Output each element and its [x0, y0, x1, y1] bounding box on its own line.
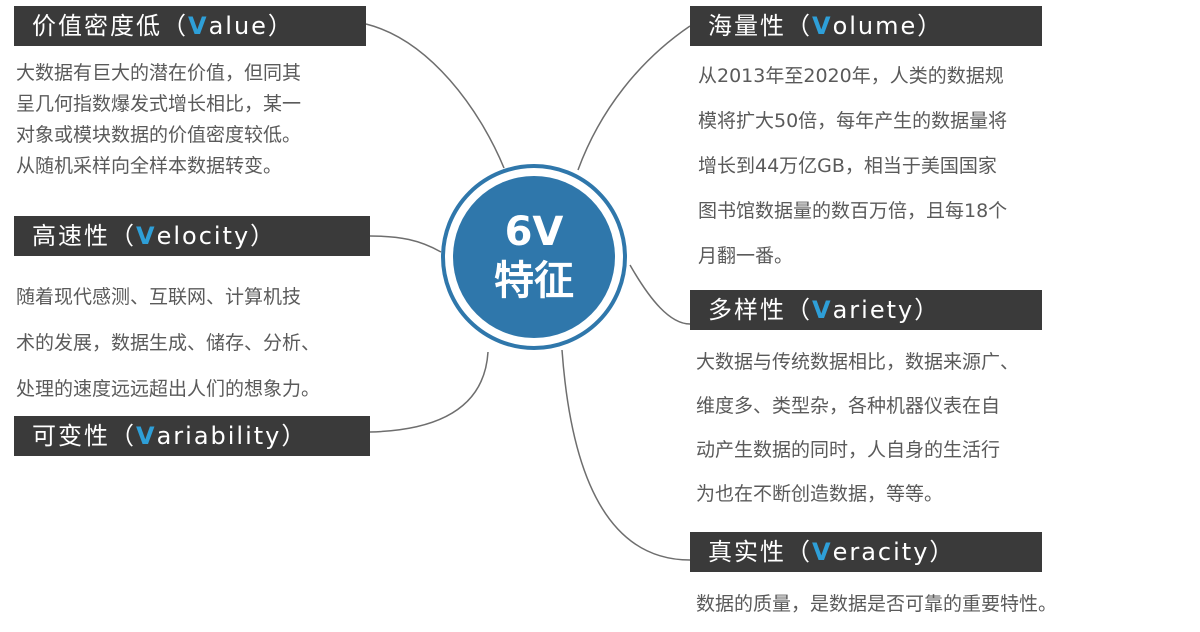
center-title-line1: 6V [504, 209, 564, 255]
label-variability: 可变性（Variability） [14, 416, 370, 456]
connector-value [365, 23, 505, 169]
desc-volume: 从2013年至2020年，人类的数据规 模将扩大50倍，每年产生的数据量将 增长… [698, 65, 1008, 267]
connector-velocity [369, 235, 442, 253]
desc-velocity: 随着现代感测、互联网、计算机技 术的发展，数据生成、储存、分析、 处理的速度远远… [16, 286, 321, 400]
desc-veracity: 数据的质量，是数据是否可靠的重要特性。 [696, 593, 1058, 615]
label-value: 价值密度低（Value） [14, 6, 366, 46]
center-title-line2: 特征 [494, 258, 574, 304]
center-node: 6V 特征 [441, 164, 627, 350]
label-veracity: 真实性（Veracity） [690, 532, 1042, 572]
connector-veracity [561, 349, 691, 561]
connector-volume [577, 25, 691, 171]
desc-variety: 大数据与传统数据相比，数据来源广、 维度多、类型杂，各种机器仪表在自 动产生数据… [696, 351, 1020, 505]
desc-value: 大数据有巨大的潜在价值，但同其 呈几何指数爆发式增长相比，某一 对象或模块数据的… [16, 62, 302, 177]
label-volume: 海量性（Volume） [690, 6, 1042, 46]
connector-variability [369, 351, 489, 433]
label-variety: 多样性（Variety） [690, 290, 1042, 330]
label-velocity: 高速性（Velocity） [14, 216, 370, 256]
connector-variety [629, 264, 691, 325]
